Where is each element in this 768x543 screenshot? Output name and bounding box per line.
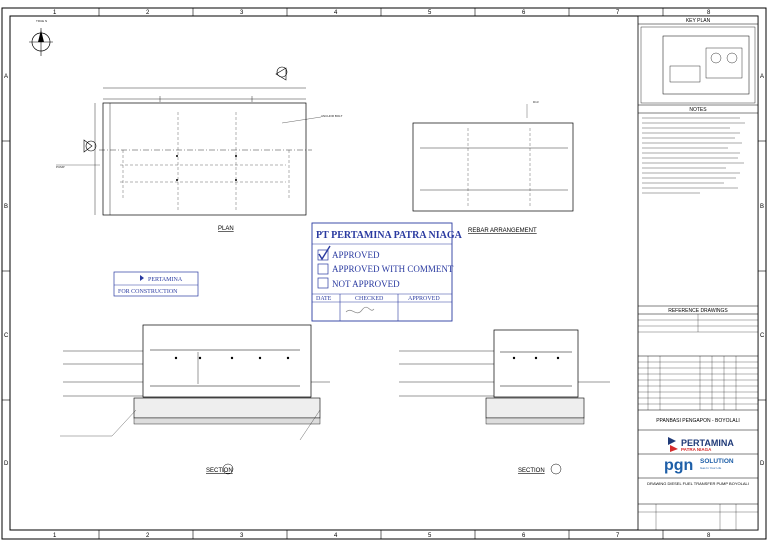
stamp-option: APPROVED WITH COMMENT bbox=[332, 264, 454, 274]
plan-title: PLAN bbox=[218, 226, 234, 232]
drawing-title: DRAWING DIESEL FUEL TRANSFER PUMP BOYOLA… bbox=[647, 481, 749, 486]
grid-col-label: 6 bbox=[522, 10, 526, 16]
svg-text:ANCHOR BOLT: ANCHOR BOLT bbox=[321, 114, 343, 118]
svg-text:PUMP: PUMP bbox=[56, 165, 65, 169]
pertamina-mark-icon bbox=[668, 437, 676, 445]
plan-view: PUMP ANCHOR BOLT PLAN bbox=[56, 66, 343, 232]
grid-bottom: 1 2 3 4 5 6 7 8 bbox=[53, 530, 711, 539]
stamp-option: NOT APPROVED bbox=[332, 279, 400, 289]
grid-col-label: 5 bbox=[428, 10, 432, 16]
grid-col-label: 8 bbox=[707, 10, 711, 16]
grid-row-label: C bbox=[760, 333, 765, 339]
grid-rows: A B C D A B C D bbox=[2, 74, 766, 467]
rebar-title: REBAR ARRANGEMENT bbox=[468, 228, 537, 234]
contractor-tagline: Gas In Your Life bbox=[700, 466, 722, 470]
section-b-title: SECTION bbox=[518, 468, 545, 474]
stamp-col: DATE bbox=[316, 296, 332, 302]
stamp-col: APPROVED bbox=[408, 296, 440, 302]
grid-row-label: D bbox=[4, 461, 9, 467]
grid-col-label: 2 bbox=[146, 10, 150, 16]
svg-text:D13: D13 bbox=[533, 100, 539, 104]
pertamina-logo: PERTAMINA PATRA NIAGA bbox=[668, 437, 734, 452]
approval-stamp: PT PERTAMINA PATRA NIAGA APPROVED APPROV… bbox=[311, 222, 463, 322]
grid-col-label: 8 bbox=[707, 533, 711, 539]
checkmark-icon bbox=[318, 245, 331, 261]
grid-col-label: 3 bbox=[240, 10, 244, 16]
grid-col-label: 4 bbox=[334, 533, 338, 539]
owner-sub: PATRA NIAGA bbox=[681, 447, 712, 452]
section-b-view: SECTION bbox=[399, 329, 610, 475]
grid-top: 1 2 3 4 5 6 7 8 bbox=[53, 8, 711, 16]
stamp-label: FOR CONSTRUCTION bbox=[118, 289, 178, 295]
for-construction-stamp: PERTAMINA FOR CONSTRUCTION bbox=[113, 271, 199, 297]
pertamina-logo-icon bbox=[140, 275, 144, 281]
grid-col-label: 3 bbox=[240, 533, 244, 539]
drawing-title-box: DRAWING DIESEL FUEL TRANSFER PUMP BOYOLA… bbox=[647, 481, 749, 486]
grid-col-label: 7 bbox=[616, 10, 620, 16]
pgn-logo: pgn SOLUTION Gas In Your Life bbox=[664, 457, 734, 474]
grid-row-label: A bbox=[760, 74, 764, 80]
grid-row-label: B bbox=[760, 204, 764, 210]
grid-col-label: 6 bbox=[522, 533, 526, 539]
notes-label: NOTES bbox=[689, 107, 707, 113]
north-arrow-icon: TRUE N bbox=[29, 19, 53, 56]
grid-col-label: 7 bbox=[616, 533, 620, 539]
not-approved-checkbox bbox=[317, 277, 329, 289]
outer-border bbox=[1, 7, 767, 540]
contractor-sub: SOLUTION bbox=[700, 458, 734, 465]
key-plan-frame bbox=[640, 26, 756, 104]
stamp-col: CHECKED bbox=[355, 296, 384, 302]
key-plan-label: KEY PLAN bbox=[686, 18, 711, 24]
comment-checkbox bbox=[317, 263, 329, 275]
owner-brand: PERTAMINA bbox=[681, 438, 734, 448]
contractor-brand: pgn bbox=[664, 457, 693, 474]
grid-row-label: A bbox=[4, 74, 8, 80]
stamp-brand: PERTAMINA bbox=[148, 277, 183, 283]
grid-col-label: 5 bbox=[428, 533, 432, 539]
title-block: KEY PLAN NOTES REFER bbox=[637, 15, 759, 531]
grid-col-label: 1 bbox=[53, 533, 57, 539]
grid-col-label: 4 bbox=[334, 10, 338, 16]
reference-drawings-label: REFERENCE DRAWINGS bbox=[668, 308, 728, 314]
notes-lines bbox=[642, 117, 745, 194]
svg-text:TRUE N: TRUE N bbox=[36, 19, 47, 23]
section-a-view: SECTION bbox=[60, 324, 330, 475]
grid-row-label: B bbox=[4, 204, 8, 210]
signature-mark bbox=[345, 306, 375, 314]
grid-col-label: 1 bbox=[53, 10, 57, 16]
section-a-title: SECTION bbox=[206, 468, 233, 474]
rebar-view: D13 REBAR ARRANGEMENT bbox=[412, 100, 574, 234]
grid-row-label: D bbox=[760, 461, 765, 467]
project-name: PPANBASI PENGAPON - BOYOLALI bbox=[656, 418, 740, 424]
grid-col-label: 2 bbox=[146, 533, 150, 539]
stamp-option: APPROVED bbox=[332, 250, 380, 260]
grid-row-label: C bbox=[4, 333, 9, 339]
pertamina-mark-icon bbox=[670, 445, 678, 452]
approved-checkbox bbox=[317, 249, 329, 261]
stamp-company: PT PERTAMINA PATRA NIAGA bbox=[316, 230, 463, 241]
